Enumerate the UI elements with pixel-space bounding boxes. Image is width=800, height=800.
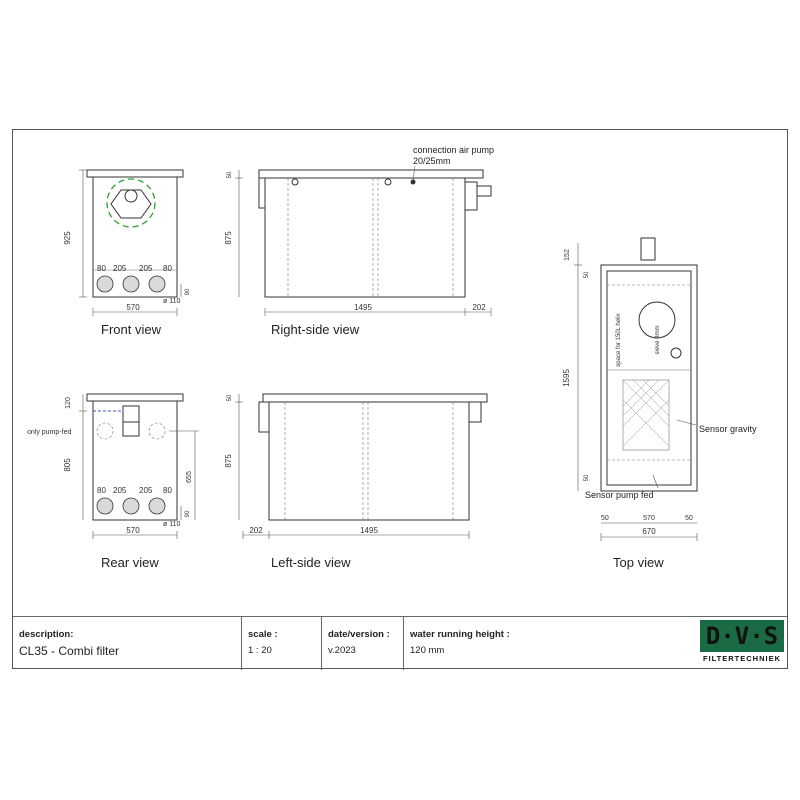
connection-air-pump-size: 20/25mm xyxy=(413,156,451,166)
dim-top-inner: 50 xyxy=(584,474,590,481)
only-pump-fed-label: only pump-fed xyxy=(27,429,71,436)
top-view: Sensor gravity Sensor pump fed space for… xyxy=(562,237,757,541)
water-height-label: water running height : xyxy=(410,629,510,640)
title-block: description: CL35 - Combi filter scale :… xyxy=(13,616,787,670)
dim-spacing: 205 xyxy=(113,264,127,273)
dim-spacing: 205 xyxy=(139,486,153,495)
dim-top-length: 1595 xyxy=(562,369,571,387)
dim-top-width-part: 50 xyxy=(601,515,609,522)
dim-pipe-diameter: ø 110 xyxy=(163,521,180,528)
dim-right-length: 1495 xyxy=(354,303,372,312)
rear-view: only pump-fed 120 805 80 205 205 80 655 … xyxy=(27,393,199,539)
date-label: date/version : xyxy=(328,629,390,640)
left-side-view: 50 875 202 1495 xyxy=(224,393,488,539)
helix-space-label: space for 150L helix xyxy=(616,313,622,366)
water-height-value: 120 mm xyxy=(410,645,445,656)
drawing-sheet: .o { fill:none; stroke:#333; stroke-widt… xyxy=(12,129,788,670)
dvs-logo: D·V·S FILTERTECHNIEK xyxy=(700,620,784,666)
dim-spacing: 80 xyxy=(163,486,172,495)
pipe-port xyxy=(148,275,166,293)
sieve-label: sieve 8mm xyxy=(655,325,661,354)
left-side-view-title: Left-side view xyxy=(271,555,351,570)
logo-subtitle: FILTERTECHNIEK xyxy=(702,654,782,663)
dim-spacing: 80 xyxy=(97,264,106,273)
description-value: CL35 - Combi filter xyxy=(19,644,120,658)
dim-left-top: 50 xyxy=(227,394,233,401)
pipe-port xyxy=(122,497,140,515)
scale-cell: scale : 1 : 20 xyxy=(242,617,322,670)
dim-top-total-width: 670 xyxy=(642,527,656,536)
dim-rear-height: 805 xyxy=(63,458,72,472)
dim-left-height: 875 xyxy=(224,454,233,468)
sensor-pump-fed-label: Sensor pump fed xyxy=(585,490,654,500)
dim-spacing: 205 xyxy=(139,264,153,273)
dim-right-outlet: 202 xyxy=(472,303,486,312)
scale-value: 1 : 20 xyxy=(248,645,272,656)
dim-pipe-offset: 90 xyxy=(185,510,191,517)
water-height-cell: water running height : 120 mm xyxy=(404,617,704,670)
dim-right-top: 50 xyxy=(227,171,233,178)
sensor-gravity-label: Sensor gravity xyxy=(699,424,757,434)
logo-background xyxy=(700,620,784,652)
pipe-port xyxy=(148,497,166,515)
pipe-port xyxy=(96,497,114,515)
technical-drawing: .o { fill:none; stroke:#333; stroke-widt… xyxy=(27,145,757,541)
dim-right-height: 875 xyxy=(224,231,233,245)
scale-label: scale : xyxy=(248,629,278,640)
dim-left-length: 1495 xyxy=(360,526,378,535)
dim-front-width: 570 xyxy=(126,303,140,312)
rear-view-title: Rear view xyxy=(101,555,159,570)
right-side-view-title: Right-side view xyxy=(271,322,360,337)
dim-pipe-diameter: ø 110 xyxy=(163,298,180,305)
pipe-port xyxy=(96,275,114,293)
top-view-title: Top view xyxy=(613,555,664,570)
dim-top-width-part: 570 xyxy=(643,515,655,522)
logo-letters: D·V·S xyxy=(705,622,779,650)
dim-top-inner: 50 xyxy=(584,271,590,278)
dim-spacing: 205 xyxy=(113,486,127,495)
date-cell: date/version : v.2023 xyxy=(322,617,404,670)
dim-pipe-offset: 90 xyxy=(185,288,191,295)
dim-spacing: 80 xyxy=(97,486,106,495)
dim-rear-level: 655 xyxy=(186,471,193,483)
dim-rear-width: 570 xyxy=(126,526,140,535)
connection-air-pump-label: connection air pump xyxy=(413,145,494,155)
dim-top-pump: 152 xyxy=(564,249,571,261)
description-label: description: xyxy=(19,629,74,640)
dim-rear-top: 120 xyxy=(65,397,72,409)
description-cell: description: CL35 - Combi filter xyxy=(13,617,242,670)
dim-spacing: 80 xyxy=(163,264,172,273)
front-view-title: Front view xyxy=(101,322,161,337)
dim-top-width-part: 50 xyxy=(685,515,693,522)
pipe-port xyxy=(122,275,140,293)
front-view: 925 80 205 205 80 90 ø 110 570 xyxy=(63,169,191,316)
date-value: v.2023 xyxy=(328,645,356,656)
dim-front-height: 925 xyxy=(63,231,72,245)
dim-left-outlet: 202 xyxy=(249,526,263,535)
right-side-view: connection air pump 20/25mm 50 875 1495 … xyxy=(224,145,494,316)
